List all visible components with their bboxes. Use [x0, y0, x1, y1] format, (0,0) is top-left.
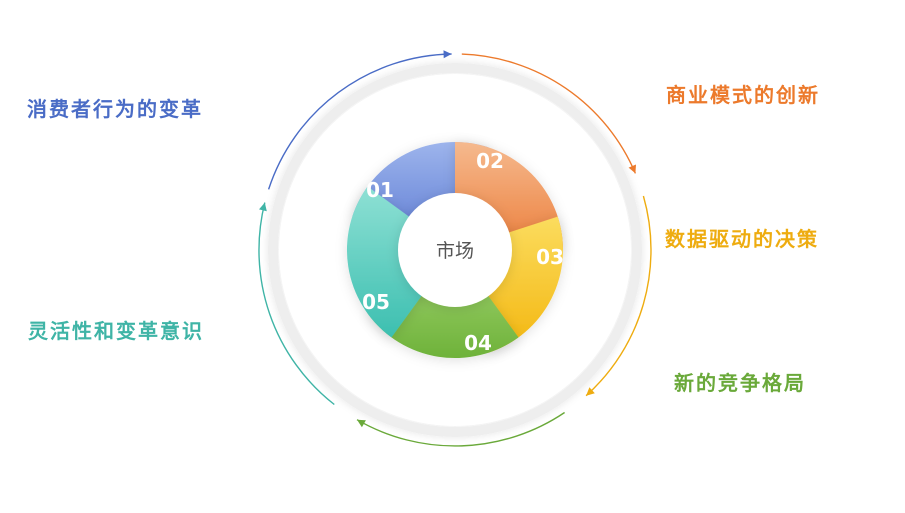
label-data-driven: 数据驱动的决策	[665, 227, 819, 251]
label-flexibility: 灵活性和变革意识	[28, 319, 204, 343]
arc-arrowhead-4	[357, 419, 366, 428]
arc-arrowhead-3	[586, 387, 595, 396]
arc-arrowhead-2	[628, 164, 636, 174]
center-label: 市场	[436, 240, 474, 262]
arc-3	[585, 195, 652, 397]
petal-number-01: 01	[366, 178, 394, 202]
outer-ring	[268, 63, 642, 437]
petal-number-02: 02	[476, 149, 504, 173]
petal-number-04: 04	[464, 331, 492, 355]
petal-number-05: 05	[362, 290, 390, 314]
petal-number-03: 03	[536, 245, 564, 269]
arc-arrowhead-5	[259, 202, 267, 212]
arc-2	[461, 53, 637, 174]
arc-1	[267, 53, 452, 190]
arc-arrowhead-1	[443, 50, 452, 59]
arc-4	[356, 411, 565, 447]
label-competition: 新的竞争格局	[674, 371, 806, 395]
label-consumer-behavior: 消费者行为的变革	[27, 97, 203, 121]
arc-arrow-group	[258, 50, 652, 447]
arc-5	[258, 202, 335, 406]
center-circle	[398, 193, 512, 307]
label-business-model: 商业模式的创新	[666, 83, 820, 107]
